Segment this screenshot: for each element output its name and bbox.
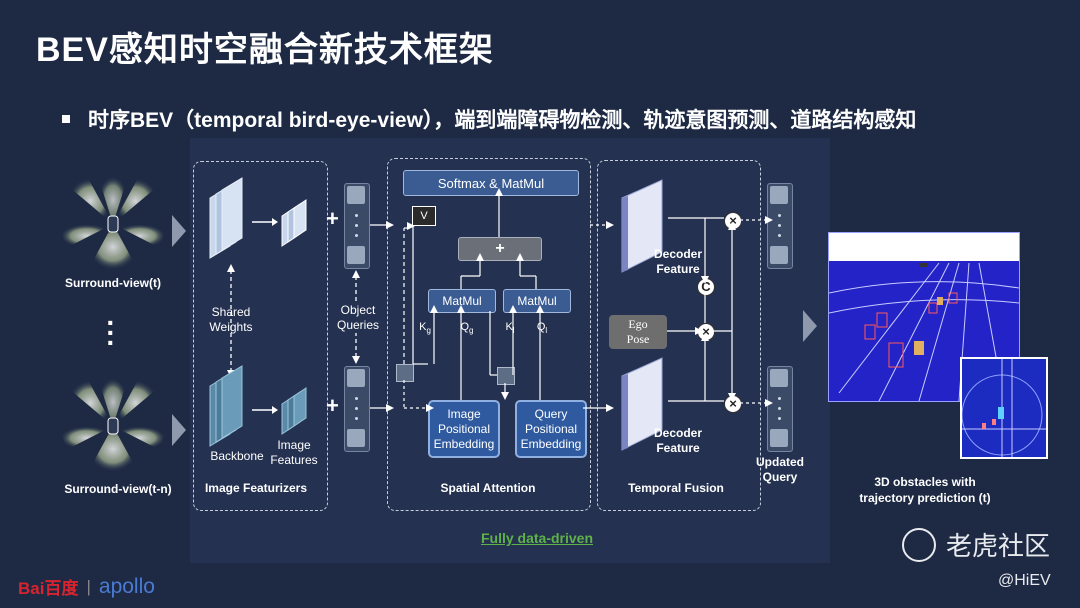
image-featurizers-title: Image Featurizers xyxy=(204,481,308,495)
backbone-label: Backbone xyxy=(210,449,264,463)
surround-view-tn-icon xyxy=(60,378,166,472)
bev-topdown-image xyxy=(960,357,1048,459)
k-l-label: Kl xyxy=(505,321,515,336)
fully-data-driven-label: Fully data-driven xyxy=(480,530,594,546)
obstacles-caption: 3D obstacles with trajectory prediction … xyxy=(859,475,991,505)
q-g-label: Qg xyxy=(460,321,474,336)
author-handle: @HiEV xyxy=(998,572,1051,589)
updated-query-top xyxy=(767,183,793,269)
matmul-local-box: MatMul xyxy=(503,289,571,313)
bullet-icon xyxy=(62,115,70,123)
watermark: 老虎社区 xyxy=(902,526,1050,563)
projection-square-mid xyxy=(497,367,515,385)
image-features-label: Image Features xyxy=(270,438,318,467)
projection-square-left xyxy=(396,364,414,382)
chevron-right-icon xyxy=(172,215,186,247)
slide-title: BEV感知时空融合新技术框架 xyxy=(36,31,494,69)
baidu-logo: Bai百度 xyxy=(18,579,79,598)
tiger-logo-icon xyxy=(902,527,936,562)
apollo-logo: apollo xyxy=(98,574,155,598)
logo-separator: | xyxy=(86,576,91,596)
vertical-ellipsis: ··· xyxy=(106,307,116,358)
baidu-apollo-logo: Bai百度 | apollo xyxy=(18,574,155,599)
bullet-text: 时序BEV（temporal bird-eye-view），端到端障碍物检测、轨… xyxy=(88,109,917,132)
decoder-feature-top-icon xyxy=(621,179,663,273)
softmax-matmul-box: Softmax & MatMul xyxy=(403,170,579,196)
plus-icon-top: + xyxy=(326,206,339,231)
multiply-icon: × xyxy=(697,323,715,341)
surround-view-t-icon xyxy=(60,176,166,270)
spatial-attention-group xyxy=(387,158,591,511)
temporal-fusion-group xyxy=(597,160,761,511)
feature-stack-bottom-icon xyxy=(209,365,307,447)
sum-box: + xyxy=(458,237,542,261)
v-box: V xyxy=(412,206,436,226)
concat-icon: C xyxy=(697,278,715,296)
feature-stack-top-icon xyxy=(209,177,307,259)
image-featurizers-group xyxy=(193,161,328,511)
q-l-label: Ql xyxy=(536,321,548,336)
spatial-attention-title: Spatial Attention xyxy=(440,481,536,495)
chevron-right-icon xyxy=(803,310,817,342)
object-queries-top xyxy=(344,183,370,269)
object-queries-bottom xyxy=(344,366,370,452)
watermark-text: 老虎社区 xyxy=(946,531,1051,561)
bullet-row: 时序BEV（temporal bird-eye-view），端到端障碍物检测、轨… xyxy=(62,104,916,134)
surround-view-tn-label: Surround-view(t-n) xyxy=(64,482,172,496)
matmul-global-box: MatMul xyxy=(428,289,496,313)
shared-weights-label: Shared Weights xyxy=(209,305,253,334)
chevron-right-icon xyxy=(172,414,186,446)
object-queries-label: Object Queries xyxy=(330,303,386,333)
plus-icon-bottom: + xyxy=(326,393,339,418)
object-queries-arrow xyxy=(352,270,360,364)
multiply-icon: × xyxy=(724,395,742,413)
surround-view-t-label: Surround-view(t) xyxy=(65,276,161,290)
temporal-fusion-title: Temporal Fusion xyxy=(628,481,724,495)
k-g-label: Kg xyxy=(419,321,431,336)
decoder-feature-bottom-icon xyxy=(621,357,663,451)
updated-query-bottom xyxy=(767,366,793,452)
multiply-icon: × xyxy=(724,212,742,230)
